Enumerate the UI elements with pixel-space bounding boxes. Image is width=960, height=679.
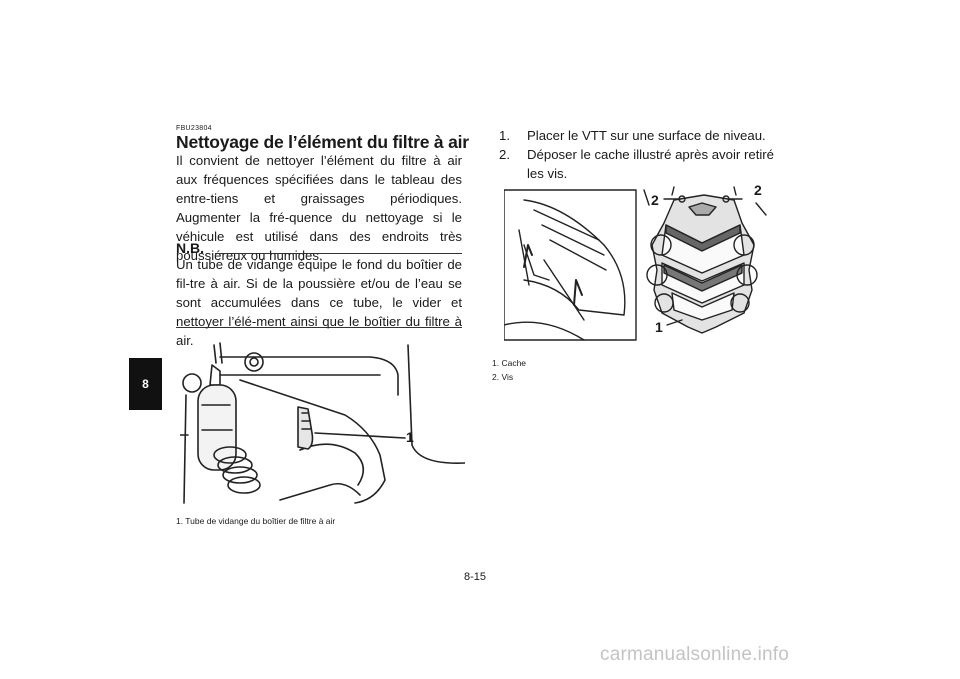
section-code: FBU23804	[176, 125, 212, 132]
left-callout-1: 1	[406, 429, 414, 445]
step-text: Déposer le cache illustré après avoir re…	[527, 147, 775, 181]
note-text: Un tube de vidange équipe le fond du boî…	[176, 257, 462, 348]
right-callout-1: 1	[655, 319, 663, 335]
page-number: 8-15	[464, 571, 487, 583]
step-item: 1. Placer le VTT sur une surface de nive…	[499, 126, 785, 145]
right-callout-2-left: 2	[651, 192, 659, 208]
step-list: 1. Placer le VTT sur une surface de nive…	[499, 126, 785, 186]
note-top-rule	[215, 253, 462, 254]
right-caption-2: 2. Vis	[492, 372, 514, 382]
note-label: N.B.	[176, 240, 204, 256]
step-text: Placer le VTT sur une surface de niveau.	[527, 128, 766, 143]
chapter-tab: 8	[129, 358, 162, 410]
intro-paragraph: Il convient de nettoyer l’élément du fil…	[176, 153, 462, 263]
right-caption-1: 1. Cache	[492, 358, 527, 368]
left-figure-caption: 1. Tube de vidange du boîtier de filtre …	[176, 516, 336, 526]
front-cover-illustration	[504, 186, 767, 341]
right-callout-2-right: 2	[754, 182, 762, 198]
drain-tube-illustration	[180, 342, 465, 504]
step-item: 2. Déposer le cache illustré après avoir…	[499, 145, 785, 183]
step-number: 1.	[499, 128, 510, 143]
section-title: Nettoyage de l’élément du filtre à air	[176, 132, 469, 152]
note-bottom-rule	[176, 327, 462, 328]
watermark: carmanualsonline.info	[600, 644, 790, 665]
step-number: 2.	[499, 147, 510, 162]
